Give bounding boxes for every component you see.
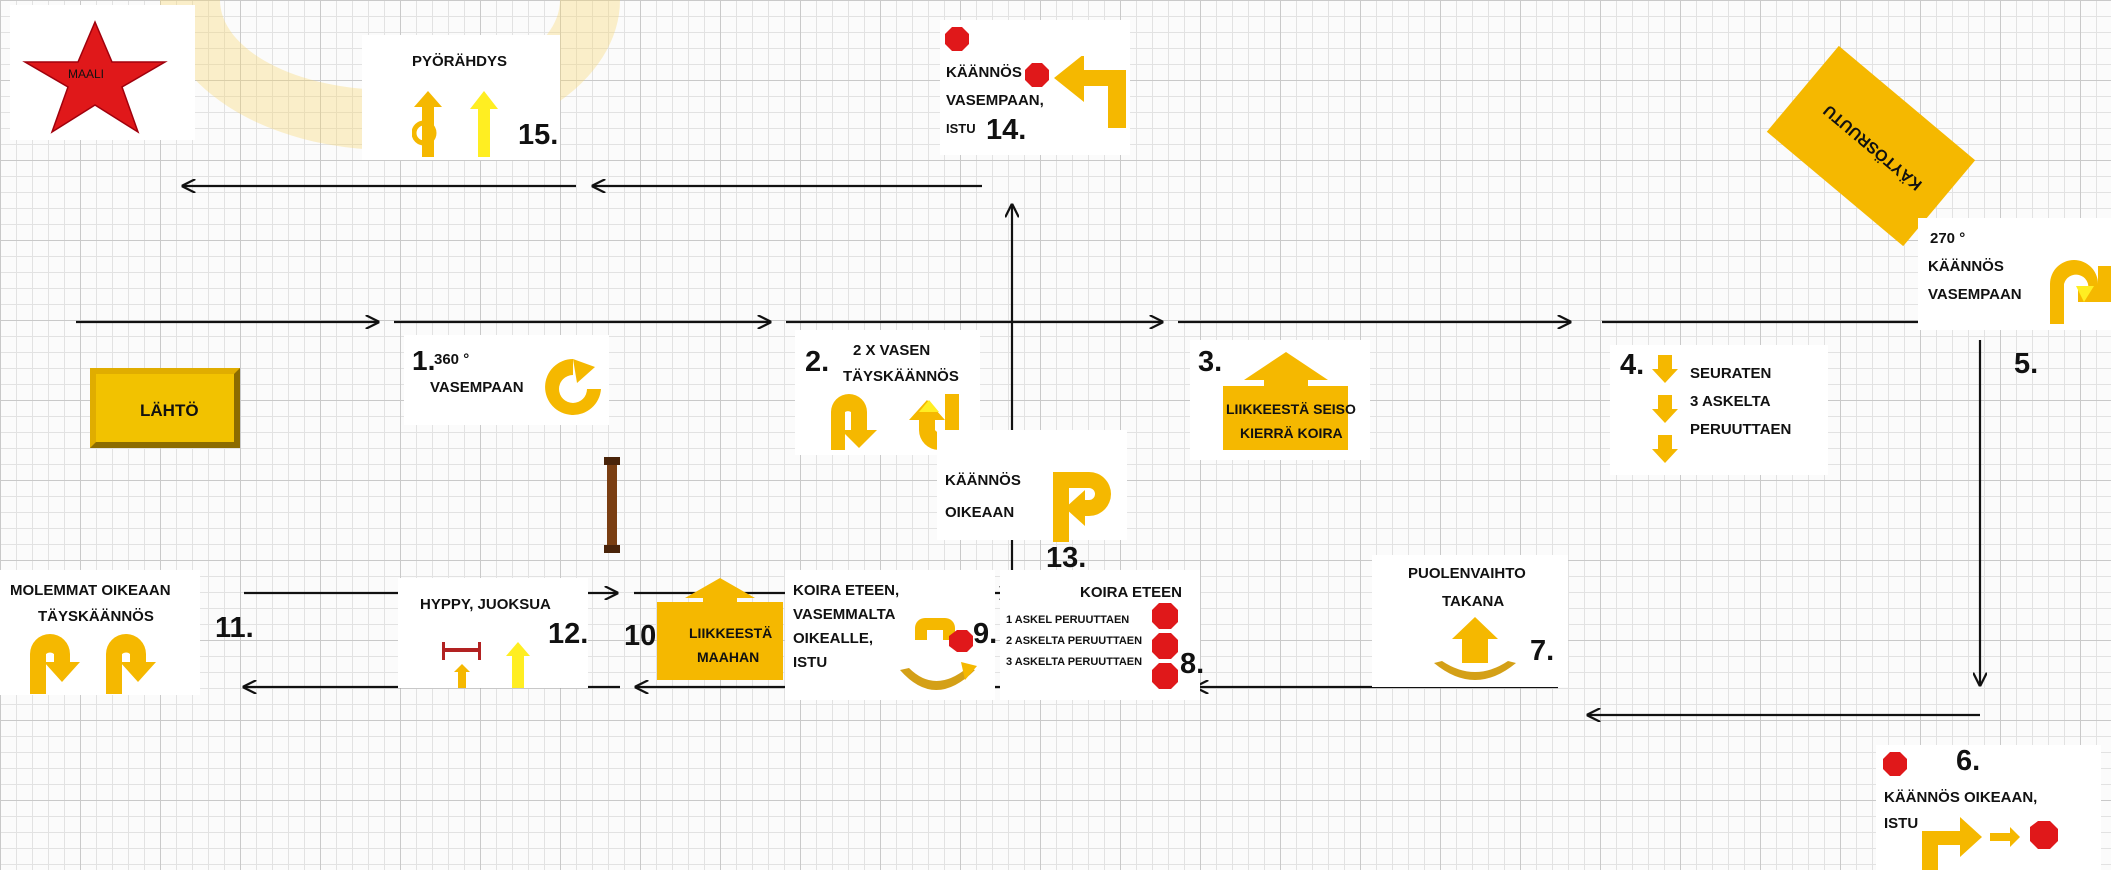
station-1: 1. 360 ° VASEMPAAN (404, 335, 609, 425)
station-text: KÄÄNNÖS (946, 64, 1022, 81)
station-text: VASEMPAAN (1928, 286, 2022, 303)
station-text: MOLEMMAT OIKEAAN (10, 582, 171, 599)
right-u-turn-arrows-icon (30, 634, 156, 694)
station-11: MOLEMMAT OIKEAAN TÄYSKÄÄNNÖS 11. (0, 570, 254, 695)
down-sign-icon (657, 578, 783, 680)
station-text: TÄYSKÄÄNNÖS (843, 368, 959, 385)
station-text: KÄÄNNÖS (945, 472, 1021, 489)
left-turn-stop-icon (1054, 56, 1126, 128)
station-number: 5. (2014, 348, 2039, 380)
station-4: 4. SEURATEN 3 ASKELTA PERUUTTAEN (1610, 345, 1828, 475)
type-area-label: KÄYTÖSRUUTU (1820, 101, 1926, 194)
station-text: 2 X VASEN (853, 342, 931, 359)
station-text: KIERRÄ KOIRA (1240, 425, 1343, 441)
station-10: LIIKKEESTÄ MAAHAN (655, 570, 785, 680)
station-text: 360 ° (434, 351, 470, 368)
station-text: 1 ASKEL PERUUTTAEN (1006, 614, 1130, 626)
down-arrows-icon (1652, 355, 1678, 463)
station-text: VASEMPAAN (430, 379, 524, 396)
finish-card: MAALI (10, 5, 195, 140)
station-13: KÄÄNNÖS OIKEAAN (937, 430, 1127, 542)
station-14: KÄÄNNÖS VASEMPAAN, ISTU 14. (940, 20, 1130, 155)
station-15: PYÖRÄHDYS 15. (362, 35, 560, 160)
jump-hurdle-icon (442, 642, 530, 688)
station-text: 270 ° (1930, 230, 1966, 247)
station-text: ISTU (1884, 815, 1919, 832)
station-text: HYPPY, JUOKSUA (420, 596, 551, 613)
station-text: PERUUTTAEN (1690, 421, 1792, 438)
start-label: LÄHTÖ (140, 401, 199, 420)
stop-sign-icon (945, 27, 969, 51)
start-card: LÄHTÖ (80, 340, 260, 460)
right-turn-stop-icon (1922, 817, 2058, 870)
station-text: PYÖRÄHDYS (412, 53, 508, 70)
station-text: KÄÄNNÖS OIKEAAN, (1884, 789, 2038, 806)
station-text: PUOLENVAIHTO (1408, 565, 1526, 582)
station-text: ISTU (793, 654, 828, 671)
station-text: VASEMPAAN, (946, 92, 1044, 109)
station-number: 4. (1620, 349, 1645, 381)
counterclockwise-circle-arrow-icon (545, 359, 601, 415)
station-text: TÄYSKÄÄNNÖS (38, 608, 154, 625)
turn-arrow-icon (2050, 260, 2111, 324)
station-number: 14. (986, 114, 1027, 146)
station-text: OIKEALLE, (793, 630, 874, 647)
station-12: HYPPY, JUOKSUA 12. (398, 578, 588, 688)
change-side-arrow-icon (1434, 617, 1516, 680)
spin-arrows-icon (412, 91, 498, 157)
station-text: TAKANA (1442, 593, 1505, 610)
station-number: 3. (1198, 346, 1223, 378)
station-5: 270 ° KÄÄNNÖS VASEMPAAN (1918, 218, 2111, 330)
up-arrow-sign-icon (1223, 352, 1348, 450)
station-number: 2. (805, 346, 830, 378)
station-number: 7. (1530, 635, 1555, 667)
station-text: ISTU (946, 121, 976, 136)
station-text: 3 ASKELTA PERUUTTAEN (1006, 656, 1143, 668)
station-number: 13. (1046, 542, 1087, 574)
station-7: PUOLENVAIHTO TAKANA 7. (1372, 555, 1568, 687)
station-6: 6. KÄÄNNÖS OIKEAAN, ISTU (1876, 745, 2101, 870)
station-9: KOIRA ETEEN, VASEMMALTA OIKEALLE, ISTU 9… (785, 570, 998, 700)
station-number: 6. (1956, 745, 1981, 777)
station-text: 2 ASKELTA PERUUTTAEN (1006, 635, 1143, 647)
station-text: LIIKKEESTÄ SEISO (1226, 401, 1356, 417)
right-turn-arrow-icon (1053, 472, 1111, 542)
station-number: 15. (518, 119, 559, 151)
station-text: KÄÄNNÖS (1928, 258, 2004, 275)
station-text: 3 ASKELTA (1690, 393, 1771, 410)
station-number: 9. (973, 618, 998, 650)
station-number: 1. (412, 345, 436, 376)
finish-label: MAALI (68, 67, 105, 81)
station-text: KOIRA ETEEN (1080, 584, 1182, 601)
stop-signs-icon (1152, 603, 1178, 689)
station-number: 8. (1180, 648, 1205, 680)
station-8: KOIRA ETEEN 1 ASKEL PERUUTTAEN 2 ASKELTA… (1000, 570, 1204, 700)
finish-star-icon (22, 20, 168, 134)
post-icon (604, 457, 620, 553)
start-box (90, 368, 240, 448)
station-3: 3. LIIKKEESTÄ SEISO KIERRÄ KOIRA (1190, 340, 1370, 460)
station-text: VASEMMALTA (793, 606, 896, 623)
circle-arrow-stop-icon (900, 618, 977, 690)
station-text: KOIRA ETEEN, (793, 582, 900, 599)
station-text: LIIKKEESTÄ (689, 625, 773, 641)
station-text: MAAHAN (697, 649, 760, 665)
station-number: 11. (215, 612, 254, 644)
station-text: OIKEAAN (945, 504, 1015, 521)
station-number: 12. (548, 618, 589, 650)
stop-sign-icon (1025, 63, 1049, 87)
stop-sign-icon (1883, 752, 1907, 776)
station-text: SEURATEN (1690, 365, 1772, 382)
